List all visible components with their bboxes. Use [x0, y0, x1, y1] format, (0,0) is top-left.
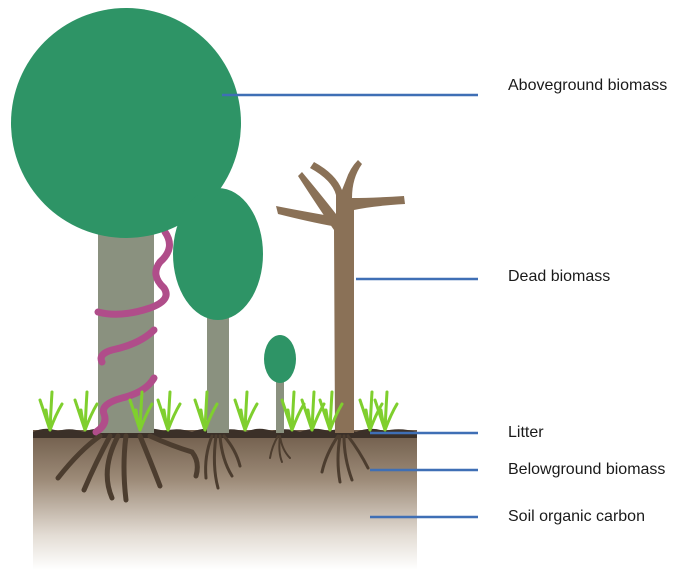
- label-dead-biomass: Dead biomass: [508, 268, 610, 286]
- grass-tuft: [158, 392, 180, 430]
- grass-tuft: [40, 392, 62, 430]
- label-belowground-biomass: Belowground biomass: [508, 461, 665, 479]
- label-aboveground-biomass: Aboveground biomass: [508, 77, 667, 95]
- grass-tuft: [302, 392, 324, 430]
- grass-tuft: [375, 392, 397, 430]
- medium-tree-canopy: [173, 188, 263, 320]
- grass-tuft: [75, 392, 97, 430]
- grass-tuft: [235, 392, 257, 430]
- grass-tuft: [282, 392, 304, 430]
- small-tree-canopy: [264, 335, 296, 383]
- label-soil-organic-carbon: Soil organic carbon: [508, 508, 645, 526]
- label-litter: Litter: [508, 424, 544, 442]
